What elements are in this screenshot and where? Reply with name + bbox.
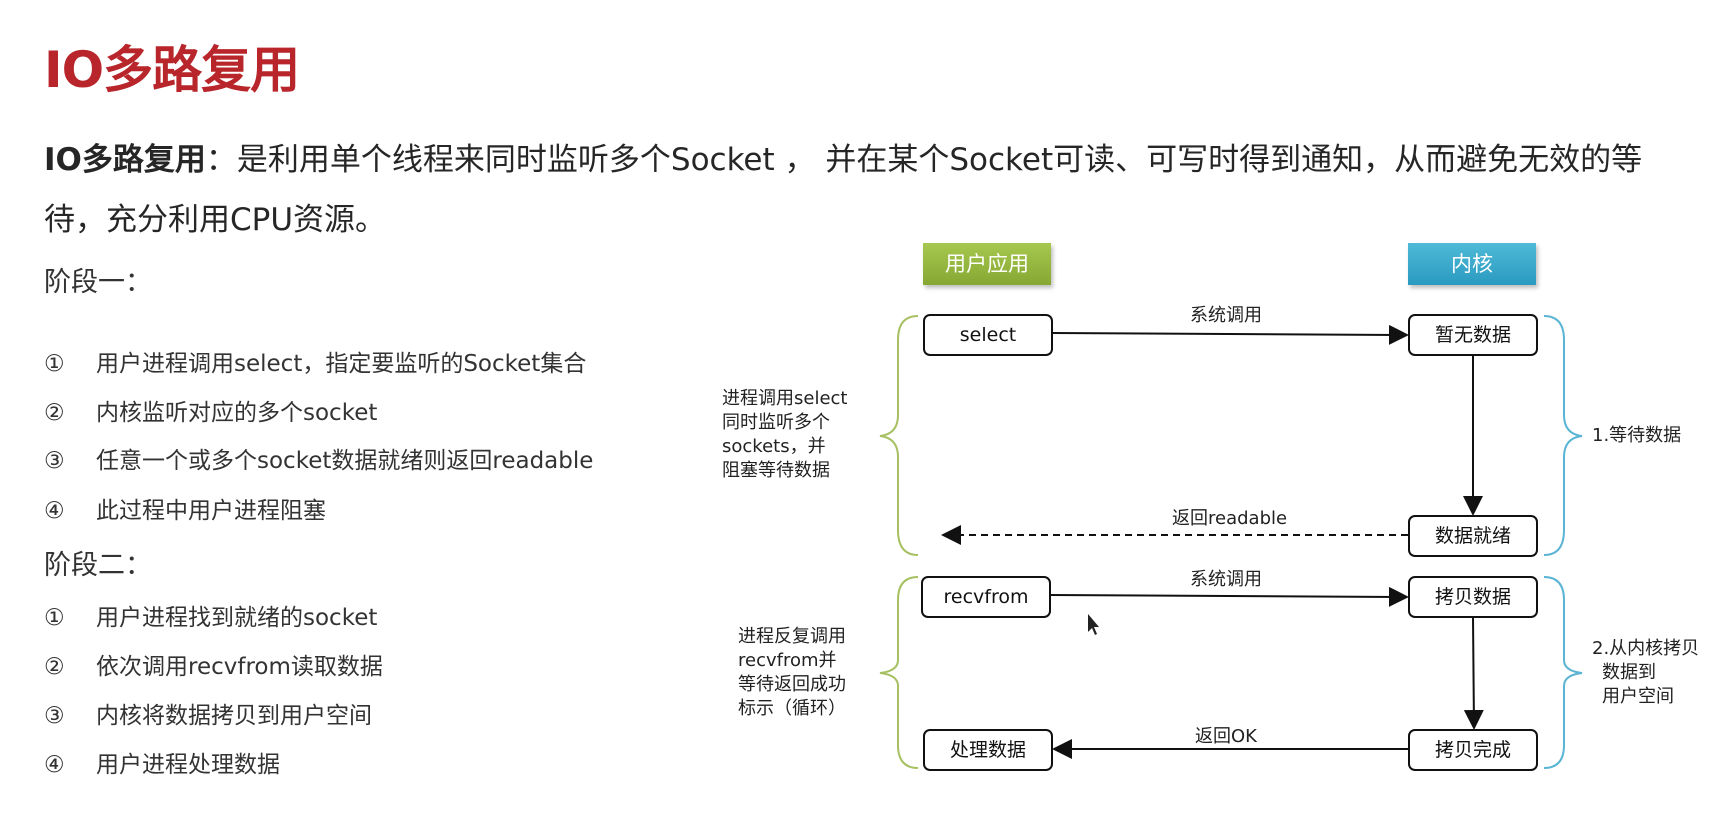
mouse-cursor (1088, 614, 1099, 635)
note-line: 等待返回成功 (738, 674, 846, 695)
step-text: 用户进程找到就绪的socket (96, 605, 378, 631)
note-line: 阻塞等待数据 (722, 460, 830, 481)
return-ok-label: 返回OK (1195, 726, 1257, 747)
left-note-phase2: 进程反复调用 recvfrom并 等待返回成功 标示（循环） (738, 625, 846, 721)
intro-term: IO多路复用 (44, 142, 206, 178)
step-text: 内核将数据拷贝到用户空间 (96, 703, 372, 729)
stage1-step: ④ 此过程中用户进程阻塞 (44, 491, 326, 525)
note-line: 用户空间 (1602, 686, 1674, 707)
stage1-step: ① 用户进程调用select，指定要监听的Socket集合 (44, 344, 586, 378)
step-text: 任意一个或多个socket数据就绪则返回readable (96, 448, 594, 474)
return-readable-label: 返回readable (1172, 508, 1288, 529)
arrow-syscall-1 (1051, 324, 1409, 345)
step-text: 此过程中用户进程阻塞 (96, 498, 326, 524)
left-note-phase1: 进程调用select 同时监听多个 sockets，并 阻塞等待数据 (722, 387, 847, 483)
process-data-box: 处理数据 (923, 729, 1053, 771)
note-line: 数据到 (1602, 662, 1656, 683)
right-brace-phase1 (1543, 315, 1583, 556)
stage1-step: ② 内核监听对应的多个socket (44, 393, 377, 427)
stage2-step: ① 用户进程找到就绪的socket (44, 598, 377, 632)
stage2-step: ② 依次调用recvfrom读取数据 (44, 647, 383, 681)
step-number: ② (44, 654, 65, 680)
step-number: ① (44, 605, 65, 631)
recvfrom-box: recvfrom (921, 576, 1051, 618)
syscall-label-1: 系统调用 (1190, 305, 1262, 326)
step-text: 用户进程调用select，指定要监听的Socket集合 (96, 351, 587, 377)
right-brace-phase2 (1543, 576, 1583, 769)
data-ready-box: 数据就绪 (1408, 515, 1538, 557)
stage2-step: ③ 内核将数据拷贝到用户空间 (44, 696, 372, 730)
select-box: select (923, 314, 1053, 356)
step-number: ① (44, 351, 65, 377)
note-line: 2.从内核拷贝 (1592, 638, 1700, 659)
step-text: 依次调用recvfrom读取数据 (96, 654, 383, 680)
no-data-box: 暂无数据 (1408, 314, 1538, 356)
step-number: ④ (44, 752, 65, 778)
arrow-syscall-2 (1049, 586, 1409, 607)
left-brace-phase2 (879, 576, 919, 769)
user-app-header: 用户应用 (923, 243, 1051, 285)
note-line: sockets，并 (722, 436, 826, 457)
note-line: 进程调用select (722, 388, 848, 409)
intro-paragraph: IO多路复用：是利用单个线程来同时监听多个Socket ， 并在某个Socket… (44, 130, 1694, 250)
stage1-title: 阶段一： (44, 267, 152, 298)
stage2-title: 阶段二： (44, 550, 152, 581)
step-text: 用户进程处理数据 (96, 752, 280, 778)
note-line: 1.等待数据 (1592, 425, 1682, 446)
stage2-step: ④ 用户进程处理数据 (44, 745, 280, 779)
arrow-copy (1463, 616, 1484, 730)
stage1-step: ③ 任意一个或多个socket数据就绪则返回readable (44, 441, 593, 475)
step-number: ③ (44, 448, 65, 474)
step-text: 内核监听对应的多个socket (96, 400, 378, 426)
right-note-phase2: 2.从内核拷贝 数据到 用户空间 (1592, 637, 1699, 709)
left-brace-phase1 (879, 315, 919, 556)
copy-data-box: 拷贝数据 (1408, 576, 1538, 618)
note-line: 同时监听多个 (722, 412, 830, 433)
right-note-phase1: 1.等待数据 (1592, 424, 1681, 448)
step-number: ④ (44, 498, 65, 524)
note-line: 进程反复调用 (738, 626, 846, 647)
kernel-header: 内核 (1408, 243, 1536, 285)
note-line: recvfrom并 (738, 650, 837, 671)
note-line: 标示（循环） (738, 698, 846, 719)
step-number: ② (44, 400, 65, 426)
copy-done-box: 拷贝完成 (1408, 729, 1538, 771)
intro-text: ：是利用单个线程来同时监听多个Socket ， 并在某个Socket可读、可写时… (44, 142, 1643, 238)
page-title: IO多路复用 (44, 41, 300, 99)
step-number: ③ (44, 703, 65, 729)
syscall-label-2: 系统调用 (1190, 569, 1262, 590)
